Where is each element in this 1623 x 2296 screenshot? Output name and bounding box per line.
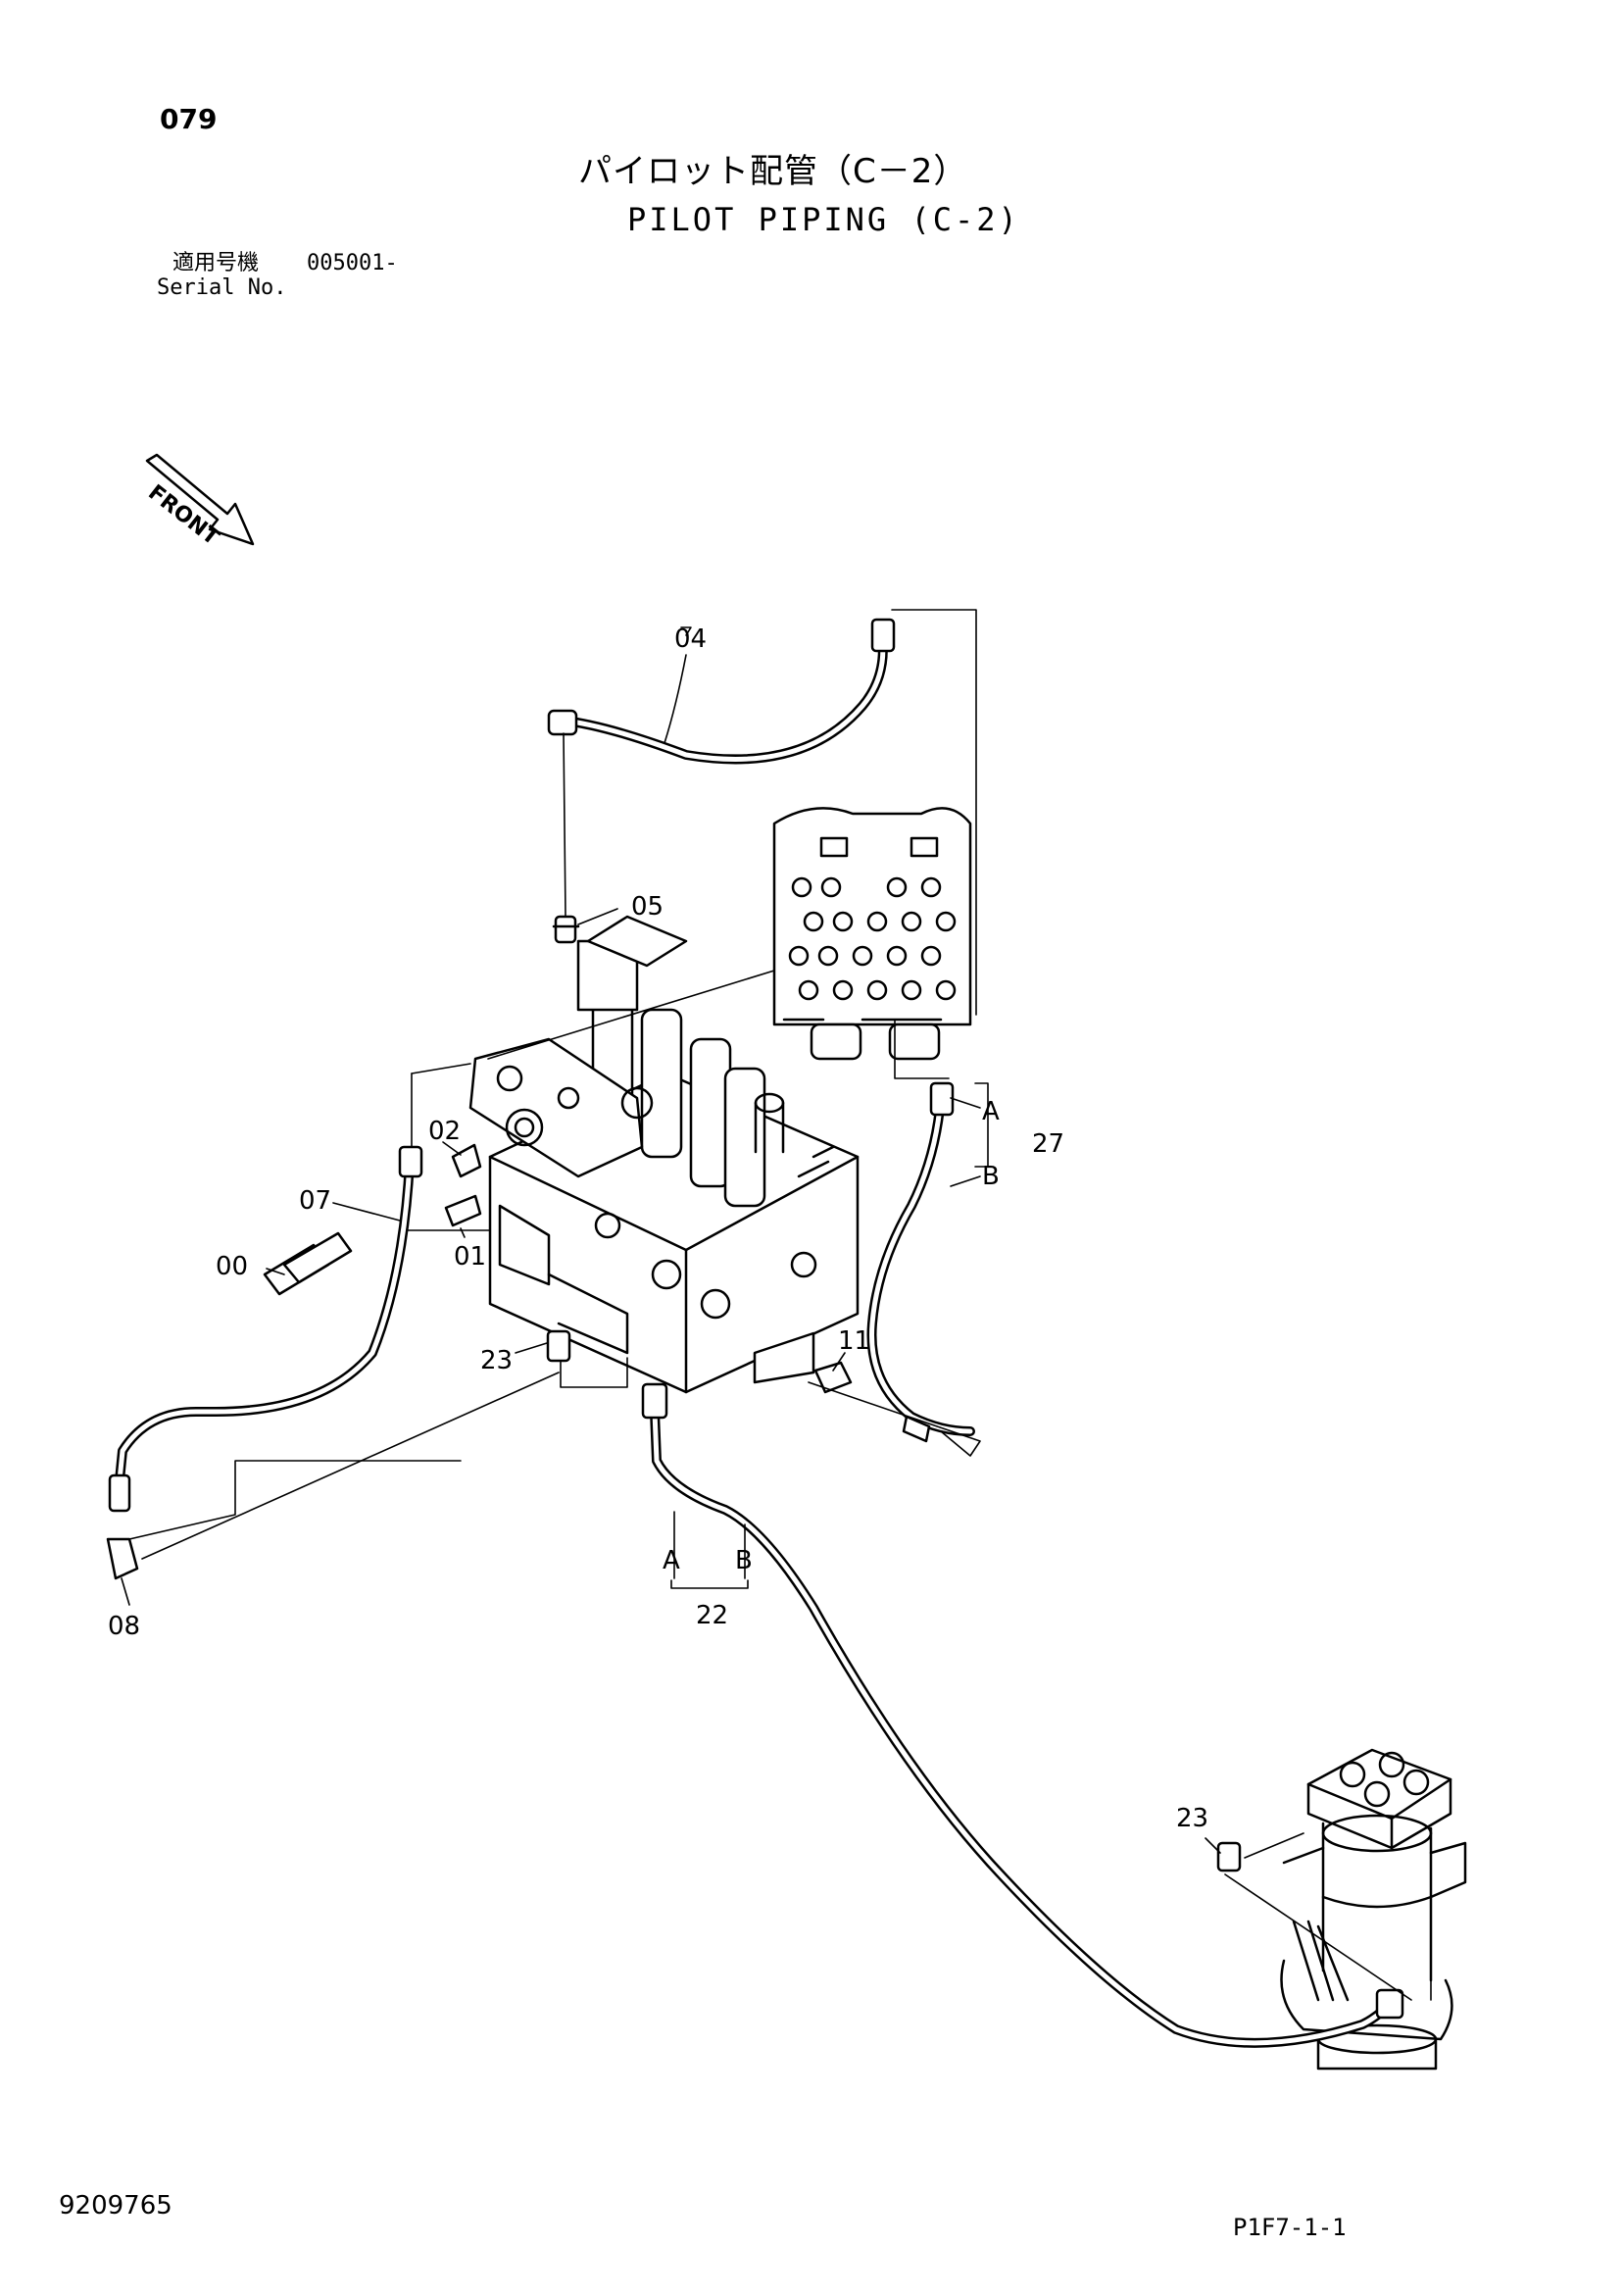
callout-27-b: B	[982, 1162, 1000, 1191]
callout-22-b: B	[735, 1546, 753, 1575]
fitting-02	[451, 1143, 482, 1178]
callout-27-a: A	[982, 1097, 1000, 1126]
page-number: 079	[160, 103, 218, 135]
fitting-23-upper	[546, 1329, 571, 1363]
hose-07	[108, 1145, 423, 1513]
fitting-01	[444, 1194, 482, 1227]
callout-00: 00	[216, 1252, 248, 1281]
callout-02: 02	[428, 1117, 461, 1146]
hose-22	[641, 1382, 1404, 2048]
callout-labels: 04 05 02 07 00 01 23 11 08 A B 27 A B 22…	[108, 624, 1208, 1833]
figure-reference: P1F7-1-1	[1233, 2214, 1347, 2241]
serial-label-english: Serial No.	[157, 275, 287, 300]
document-number: 9209765	[59, 2191, 172, 2221]
callout-23-lower: 23	[1176, 1804, 1208, 1833]
callout-27: 27	[1032, 1129, 1064, 1159]
callout-22-a: A	[663, 1546, 680, 1575]
page-title-japanese: パイロット配管（C－2）	[578, 152, 968, 191]
fitting-00	[263, 1231, 353, 1296]
hose-27	[866, 1081, 975, 1443]
callout-05: 05	[631, 892, 664, 922]
control-valve-drawing	[468, 915, 860, 1394]
callout-04: 04	[674, 624, 707, 654]
hose-04	[547, 618, 896, 765]
fitting-05	[552, 915, 580, 944]
callout-08: 08	[108, 1612, 140, 1641]
callout-22: 22	[696, 1601, 728, 1630]
swivel-joint-drawing	[1280, 1748, 1467, 2071]
leader-lines	[128, 609, 1432, 2001]
callout-07: 07	[299, 1186, 331, 1216]
fitting-23-lower	[1216, 1841, 1242, 1872]
page-title-english: PILOT PIPING (C-2)	[627, 201, 1020, 238]
fitting-08	[106, 1537, 139, 1580]
callout-01: 01	[454, 1242, 486, 1272]
callout-23-upper: 23	[480, 1346, 513, 1375]
serial-number-value: 005001-	[307, 251, 398, 275]
front-arrow-icon: FRONT	[143, 453, 255, 551]
fitting-11	[813, 1361, 853, 1394]
pilot-manifold-drawing	[772, 807, 972, 1061]
serial-label-japanese: 適用号機	[172, 251, 260, 275]
callout-leaders	[121, 654, 1221, 1854]
callout-11: 11	[838, 1326, 870, 1356]
